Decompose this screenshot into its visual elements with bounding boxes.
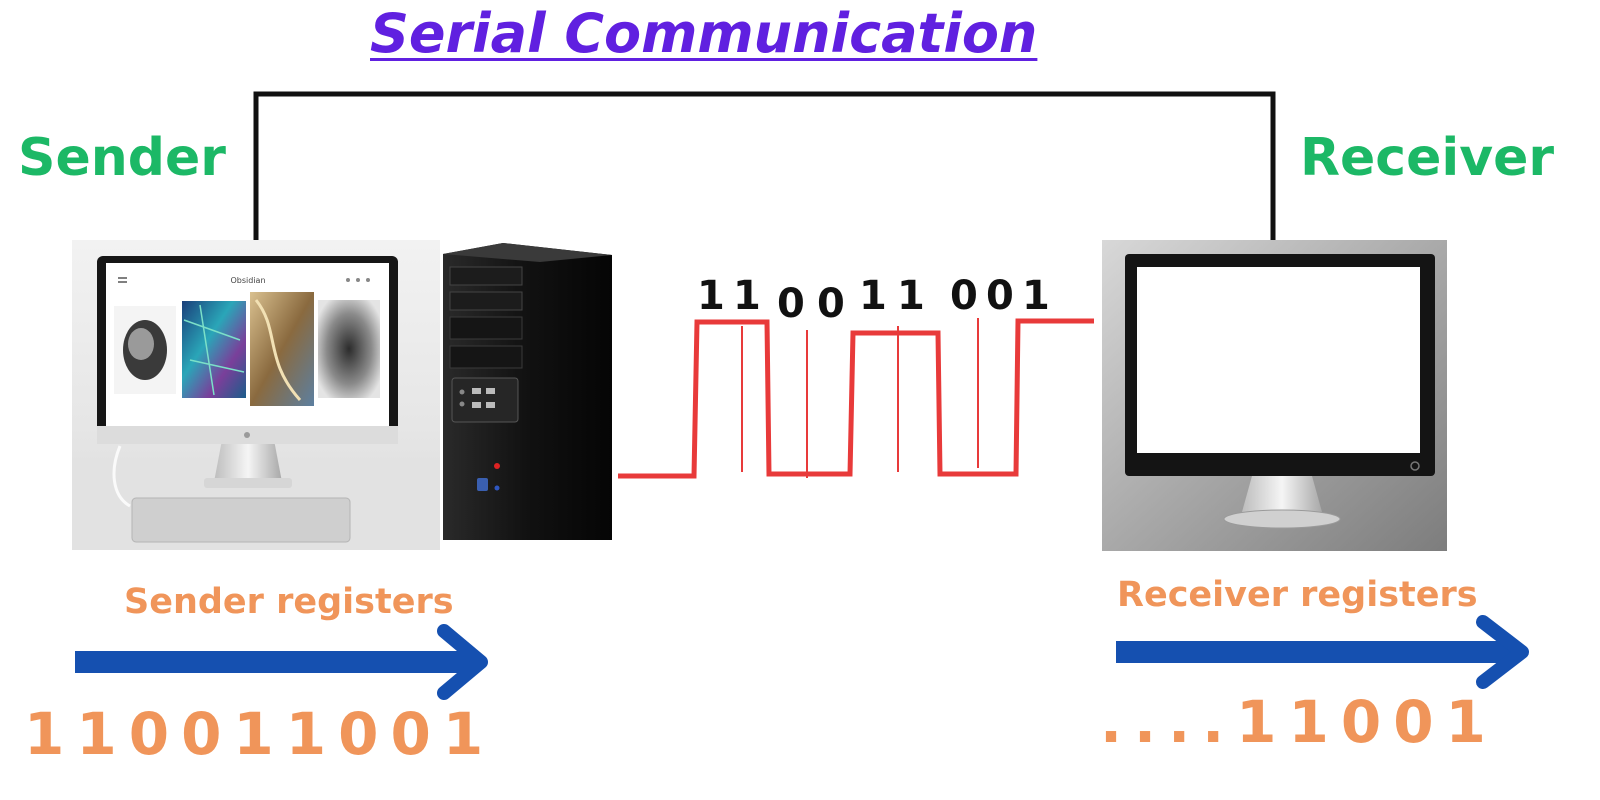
signal-bit: 0 — [950, 273, 978, 319]
pc-tower-icon — [441, 240, 614, 542]
receiver-label: Receiver — [1300, 128, 1555, 188]
sender-desktop-photo: Obsidian — [72, 240, 440, 550]
signal-bit: 1 — [697, 273, 725, 319]
serial-signal-waveform — [618, 318, 1094, 479]
signal-bit: 0 — [986, 273, 1014, 319]
signal-bit: 0 — [777, 281, 805, 327]
signal-bit: 0 — [817, 281, 845, 327]
diagram-title: Serial Communication — [370, 2, 1038, 65]
receiver-registers-label: Receiver registers — [1117, 575, 1478, 615]
screen-site-title: Obsidian — [230, 276, 265, 285]
signal-bit: 1 — [1022, 273, 1050, 319]
sender-register-bits: 110011001 — [24, 700, 496, 768]
desktop-monitor-icon: Obsidian — [97, 256, 398, 444]
signal-bit: 1 — [733, 273, 761, 319]
sender-arrow — [75, 624, 488, 700]
receiver-monitor-icon — [1102, 240, 1447, 551]
signal-bit: 1 — [897, 273, 925, 319]
receiver-arrow — [1116, 615, 1529, 689]
receiver-register-bits: ....11001 — [1100, 688, 1498, 756]
sender-label: Sender — [18, 128, 226, 188]
connection-wire — [253, 91, 1276, 244]
sender-registers-label: Sender registers — [124, 582, 454, 622]
signal-bit: 1 — [859, 273, 887, 319]
